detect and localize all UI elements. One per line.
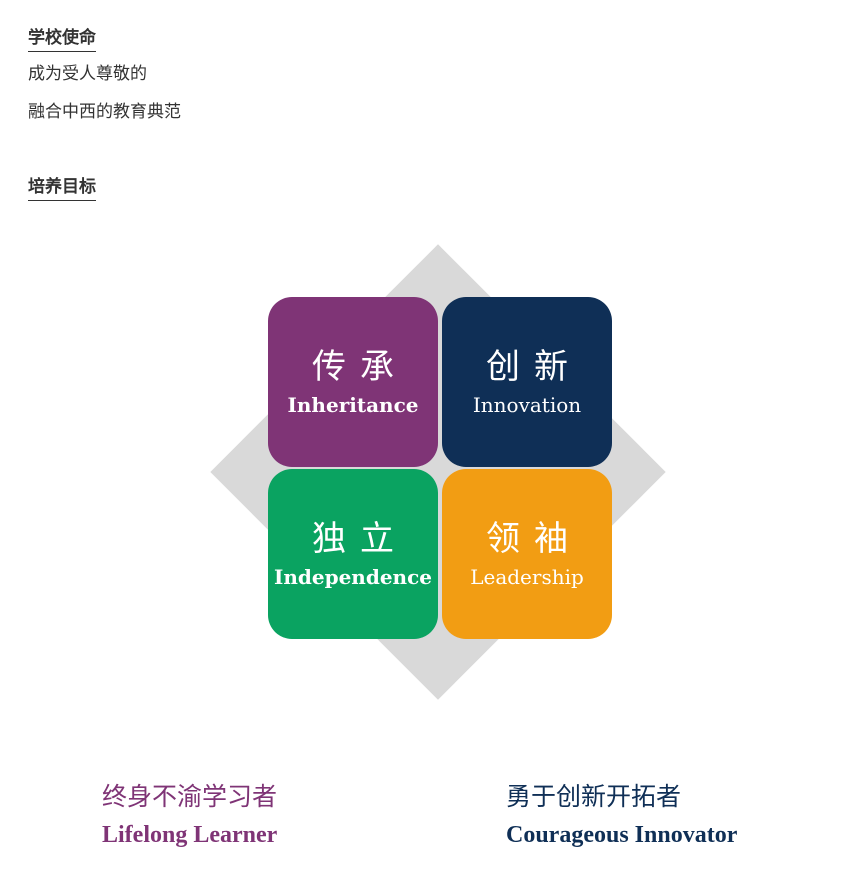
mission-line-2: 融合中西的教育典范 bbox=[28, 102, 181, 122]
tile-inheritance: 传承 Inheritance bbox=[268, 297, 438, 467]
tile-cn: 独立 bbox=[312, 519, 408, 559]
lifelong-learner-cn: 终身不渝学习者 bbox=[102, 782, 278, 811]
courageous-innovator-en: Courageous Innovator bbox=[506, 822, 738, 848]
tile-innovation: 创新 Innovation bbox=[442, 297, 612, 467]
goals-heading: 培养目标 bbox=[28, 176, 96, 201]
tile-en: Leadership bbox=[470, 565, 584, 589]
lifelong-learner-en: Lifelong Learner bbox=[102, 822, 278, 848]
tile-en: Innovation bbox=[472, 393, 582, 417]
tile-independence: 独立 Independence bbox=[268, 469, 438, 639]
tile-cn: 创新 bbox=[486, 347, 582, 387]
mission-heading: 学校使命 bbox=[28, 27, 96, 52]
tile-cn: 传承 bbox=[312, 347, 408, 387]
tile-leadership: 领袖 Leadership bbox=[442, 469, 612, 639]
tile-en: Inheritance bbox=[287, 393, 419, 417]
courageous-innovator-cn: 勇于创新开拓者 bbox=[506, 782, 682, 811]
mission-line-1: 成为受人尊敬的 bbox=[28, 64, 147, 84]
tile-cn: 领袖 bbox=[486, 519, 582, 559]
tile-en: Independence bbox=[273, 565, 432, 589]
